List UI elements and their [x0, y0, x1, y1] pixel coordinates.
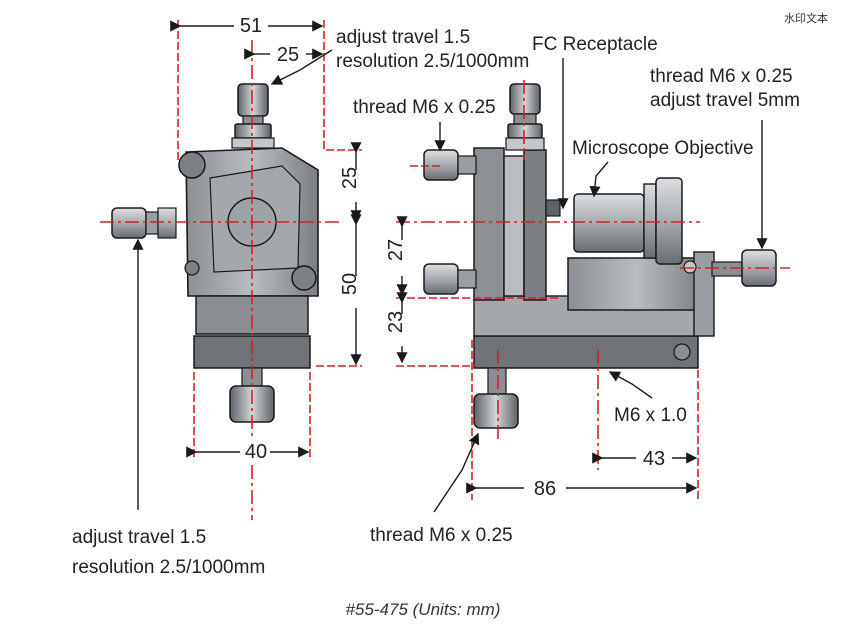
callout-labels: adjust travel 1.5 resolution 2.5/1000mm … — [72, 27, 800, 578]
figure-caption: #55-475 (Units: mm) — [345, 600, 501, 619]
side-knob-icon[interactable] — [111, 207, 147, 239]
side-base-plate — [473, 335, 699, 369]
bottom-adjust-label-1: adjust travel 1.5 — [72, 527, 206, 548]
front-dimensions — [132, 20, 362, 510]
watermark: 水印文本 — [784, 12, 828, 25]
m6-base-label: M6 x 1.0 — [614, 405, 687, 426]
dim-25-side: 25 — [339, 167, 361, 189]
screw-icon — [178, 151, 206, 179]
top-knob-icon[interactable] — [237, 83, 269, 117]
thread-right-label-2: adjust travel 5mm — [650, 90, 800, 111]
dim-25-top: 25 — [277, 44, 299, 66]
dim-86: 86 — [534, 478, 556, 500]
microscope-objective-icon — [573, 193, 645, 253]
dim-40: 40 — [245, 441, 267, 463]
thread-screw-icon[interactable] — [423, 263, 459, 295]
dim-51: 51 — [240, 15, 262, 37]
bottom-thread-knob-icon[interactable] — [473, 393, 519, 429]
thread-bottom-label: thread M6 x 0.25 — [370, 525, 513, 546]
dim-23: 23 — [385, 311, 407, 333]
bottom-adjust-label-2: resolution 2.5/1000mm — [72, 557, 265, 578]
dimension-values: 51 25 25 50 40 27 23 43 86 — [236, 13, 665, 500]
dim-43: 43 — [643, 448, 665, 470]
side-view — [423, 83, 777, 429]
side-centerlines — [396, 80, 790, 500]
thread-screw-icon[interactable] — [423, 149, 459, 181]
microscope-objective-label: Microscope Objective — [572, 138, 754, 159]
front-view — [111, 83, 319, 423]
side-dimensions — [396, 58, 768, 513]
thread-left-label: thread M6 x 0.25 — [353, 97, 496, 118]
thread-right-label-1: thread M6 x 0.25 — [650, 66, 793, 87]
top-adjust-label-1: adjust travel 1.5 — [336, 27, 470, 48]
fc-receptacle-label: FC Receptacle — [532, 34, 658, 55]
fc-receptacle-icon — [545, 199, 561, 217]
top-adjust-label-2: resolution 2.5/1000mm — [336, 51, 529, 72]
dim-27: 27 — [385, 239, 407, 261]
dim-50: 50 — [339, 273, 361, 295]
